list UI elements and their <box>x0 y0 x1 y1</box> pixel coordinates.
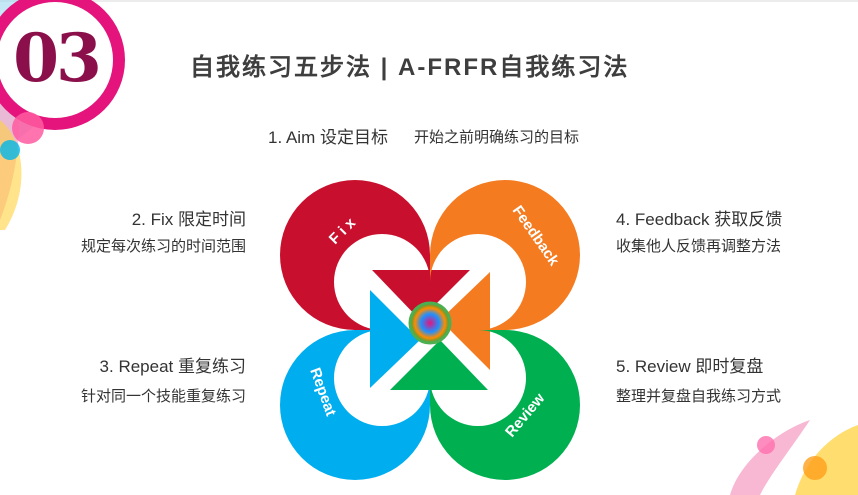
feedback-loop-arrow <box>430 180 580 370</box>
review-loop-arrow <box>390 330 580 480</box>
step-3-title: 3. Repeat 重复练习 <box>99 357 246 376</box>
decorative-splash-top-left <box>0 0 125 230</box>
decorative-splash-bottom-right <box>730 420 858 495</box>
step-4-desc: 收集他人反馈再调整方法 <box>616 238 782 255</box>
step-1-title: 1. Aim 设定目标 <box>268 128 388 147</box>
top-divider <box>0 0 858 2</box>
step-1-desc: 开始之前明确练习的目标 <box>414 129 580 146</box>
center-target-icon <box>408 301 452 345</box>
step-2-title: 2. Fix 限定时间 <box>131 210 246 229</box>
fix-loop-arrow <box>280 180 470 330</box>
step-2-desc: 规定每次练习的时间范围 <box>80 238 246 255</box>
section-number: 03 <box>13 19 102 97</box>
step-5-desc: 整理并复盘自我练习方式 <box>616 388 782 405</box>
repeat-loop-arrow <box>280 290 430 480</box>
step-5-title: 5. Review 即时复盘 <box>616 357 764 376</box>
step-3-desc: 针对同一个技能重复练习 <box>80 388 246 405</box>
page-title: 自我练习五步法 | A-FRFR自我练习法 <box>190 54 630 81</box>
step-4-title: 4. Feedback 获取反馈 <box>616 210 783 229</box>
cycle-diagram: F i x Feedback Repeat Review <box>280 180 580 480</box>
